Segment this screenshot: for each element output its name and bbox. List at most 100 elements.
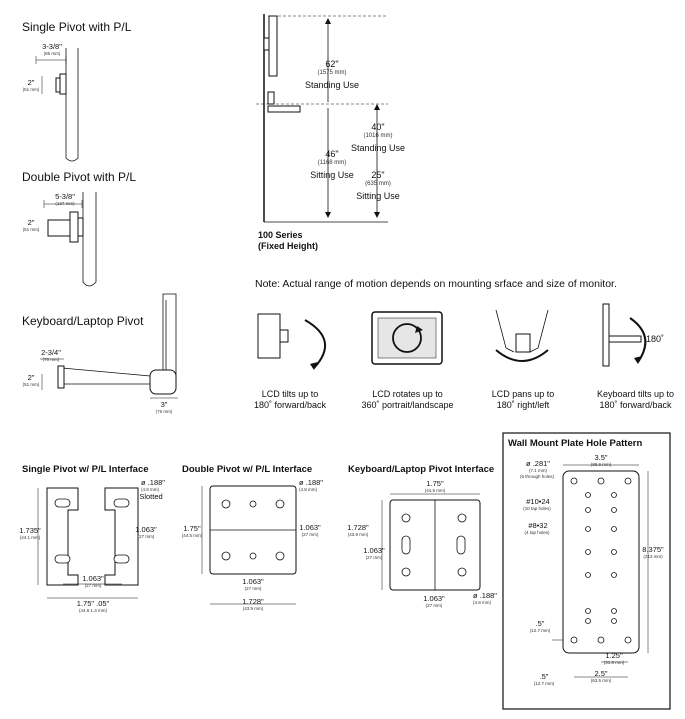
- keyboard-interface-width: 1.75": [426, 479, 444, 488]
- wall-hole2: #10•24: [526, 497, 550, 506]
- keyboard-interface-height-mm: (43.9 mm): [347, 532, 369, 537]
- height-drawing: [256, 14, 388, 223]
- single-interface-width: 1.75" .05": [76, 599, 110, 608]
- double-interface-inner-h: 1.063": [299, 523, 321, 532]
- double-pivot-title: Double Pivot with P/L: [22, 170, 137, 184]
- sitting-total-label: Sitting Use: [310, 170, 354, 180]
- wall-hole1: ø .281": [526, 459, 550, 468]
- keyboard-pivot-height: 2": [27, 373, 35, 382]
- standing-kb-label: Standing Use: [350, 143, 406, 153]
- double-pivot-width: 5-3/8": [55, 192, 75, 201]
- keyboard-interface-hole: ø .188": [473, 591, 497, 600]
- single-interface-drawing: [37, 487, 139, 599]
- standing-total-mm: (1575 mm): [317, 70, 347, 76]
- standing-total-value: 62": [325, 59, 339, 69]
- keyboard-interface-drawing: [381, 493, 481, 591]
- double-interface-inner-h-mm: (27 mm): [301, 532, 319, 537]
- wall-mid-mm: (31.8 mm): [603, 660, 625, 665]
- motion-kbtilt-line1: Keyboard tilts up to: [596, 389, 675, 399]
- motion-rotate-drawing: [371, 311, 443, 365]
- wall-plate-drawing: [502, 432, 671, 710]
- single-pivot-title: Single Pivot with P/L: [22, 20, 132, 34]
- wall-left-offset: .5": [535, 619, 545, 628]
- range-note: Note: Actual range of motion depends on …: [255, 278, 617, 290]
- wall-hole3: #8•32: [528, 521, 548, 530]
- sitting-kb-mm: (635 mm): [365, 181, 391, 187]
- single-pivot-drawing: [35, 48, 79, 162]
- single-interface-inner-w: 1.063": [82, 574, 104, 583]
- wall-span: 2.5": [594, 669, 608, 678]
- motion-rotate-line1: LCD rotates up to: [372, 389, 443, 399]
- motion-pan-drawing: [495, 309, 549, 362]
- wall-hole1-note: (6 through holes): [519, 474, 555, 479]
- series-line-2: (Fixed Height): [258, 241, 318, 251]
- motion-tilt-line1: LCD tilts up to: [261, 389, 319, 399]
- double-interface-title: Double Pivot w/ P/L Interface: [182, 464, 313, 475]
- keyboard-interface-height: 1.728": [347, 523, 369, 532]
- wall-hole3-note: (4 tap holes): [524, 530, 550, 535]
- wall-plate-title: Wall Mount Plate Hole Pattern: [508, 438, 643, 449]
- single-interface-height: 1.735": [19, 526, 41, 535]
- single-interface-width-mm: (44.5 1.3 mm): [78, 608, 107, 613]
- motion-pan-line1: LCD pans up to: [491, 389, 555, 399]
- double-pivot-drawing: [43, 192, 97, 287]
- single-pivot-width-mm: (85 mm): [43, 51, 61, 56]
- keyboard-interface-hole-mm: (4.8 mm): [473, 600, 491, 605]
- sitting-total-value: 46": [325, 149, 339, 159]
- keyboard-pivot-width: 2-3/4": [41, 348, 61, 357]
- single-interface-inner-h-mm: (27 mm): [137, 534, 155, 539]
- wall-left-offset-mm: (12.7 mm): [529, 628, 551, 633]
- wall-width-mm: (88.9 mm): [590, 462, 612, 467]
- standing-total-label: Standing Use: [304, 80, 360, 90]
- single-interface-title: Single Pivot w/ P/L Interface: [22, 464, 149, 475]
- double-pivot-height: 2": [27, 218, 35, 227]
- single-interface-hole: ø .188": [141, 478, 165, 487]
- keyboard-pivot-width-mm: (70 mm): [42, 357, 60, 362]
- wall-width: 3.5": [594, 453, 608, 462]
- double-interface-hole-mm: (4.8 mm): [299, 487, 317, 492]
- keyboard-interface-inner-h-mm: (27 mm): [365, 555, 383, 560]
- keyboard-pivot-height-mm: (51 mm): [22, 382, 40, 387]
- wall-hole2-note: (10 tap holes): [523, 506, 551, 511]
- series-line-1: 100 Series: [258, 230, 303, 240]
- wall-bottom-offset: .5": [539, 672, 549, 681]
- keyboard-pivot-drawing: [40, 293, 178, 399]
- sitting-total-mm: (1168 mm): [317, 160, 347, 166]
- wall-height-mm: (213 mm): [643, 554, 663, 559]
- double-interface-height-mm: (44.5 mm): [181, 533, 203, 538]
- wall-height: 8.375": [642, 545, 664, 554]
- motion-pan-line2: 180˚ right/left: [496, 400, 550, 410]
- wall-span-mm: (63.5 mm): [590, 678, 612, 683]
- double-interface-width-mm: (43.9 mm): [242, 606, 264, 611]
- keyboard-interface-inner-h: 1.063": [363, 546, 385, 555]
- keyboard-pivot-depth-mm: (76 mm): [155, 409, 173, 414]
- motion-angle: 180˚: [646, 334, 665, 344]
- standing-kb-mm: (1016 mm): [363, 133, 393, 139]
- double-pivot-width-mm: (137 mm): [55, 201, 75, 206]
- wall-mid: 1.25": [605, 651, 623, 660]
- sitting-kb-value: 25": [371, 170, 385, 180]
- motion-kbtilt-line2: 180˚ forward/back: [599, 400, 672, 410]
- motion-kbtilt-drawing: [602, 303, 647, 367]
- keyboard-interface-title: Keyboard/Laptop Pivot Interface: [348, 464, 495, 475]
- single-pivot-height-mm: (51 mm): [22, 87, 40, 92]
- sitting-kb-label: Sitting Use: [356, 191, 400, 201]
- single-interface-height-mm: (44.1 mm): [19, 535, 41, 540]
- keyboard-interface-inner-w-mm: (27 mm): [425, 603, 443, 608]
- single-pivot-width: 3-3/8": [42, 42, 62, 51]
- keyboard-pivot-title: Keyboard/Laptop Pivot: [22, 314, 144, 328]
- double-interface-width: 1.728": [242, 597, 264, 606]
- double-interface-inner-w: 1.063": [242, 577, 264, 586]
- single-interface-hole-note: Slotted: [139, 492, 163, 501]
- single-pivot-height: 2": [27, 78, 35, 87]
- single-interface-inner-h: 1.063": [135, 525, 157, 534]
- keyboard-pivot-depth: 3": [160, 400, 168, 409]
- double-interface-inner-w-mm: (27 mm): [244, 586, 262, 591]
- single-interface-hole-mm: (4.8 mm): [141, 487, 159, 492]
- motion-tilt-drawing: [257, 313, 327, 370]
- keyboard-interface-width-mm: (44.5 mm): [424, 488, 446, 493]
- double-interface-hole: ø .188": [299, 478, 323, 487]
- wall-bottom-offset-mm: (12.7 mm): [533, 681, 555, 686]
- double-pivot-height-mm: (51 mm): [22, 227, 40, 232]
